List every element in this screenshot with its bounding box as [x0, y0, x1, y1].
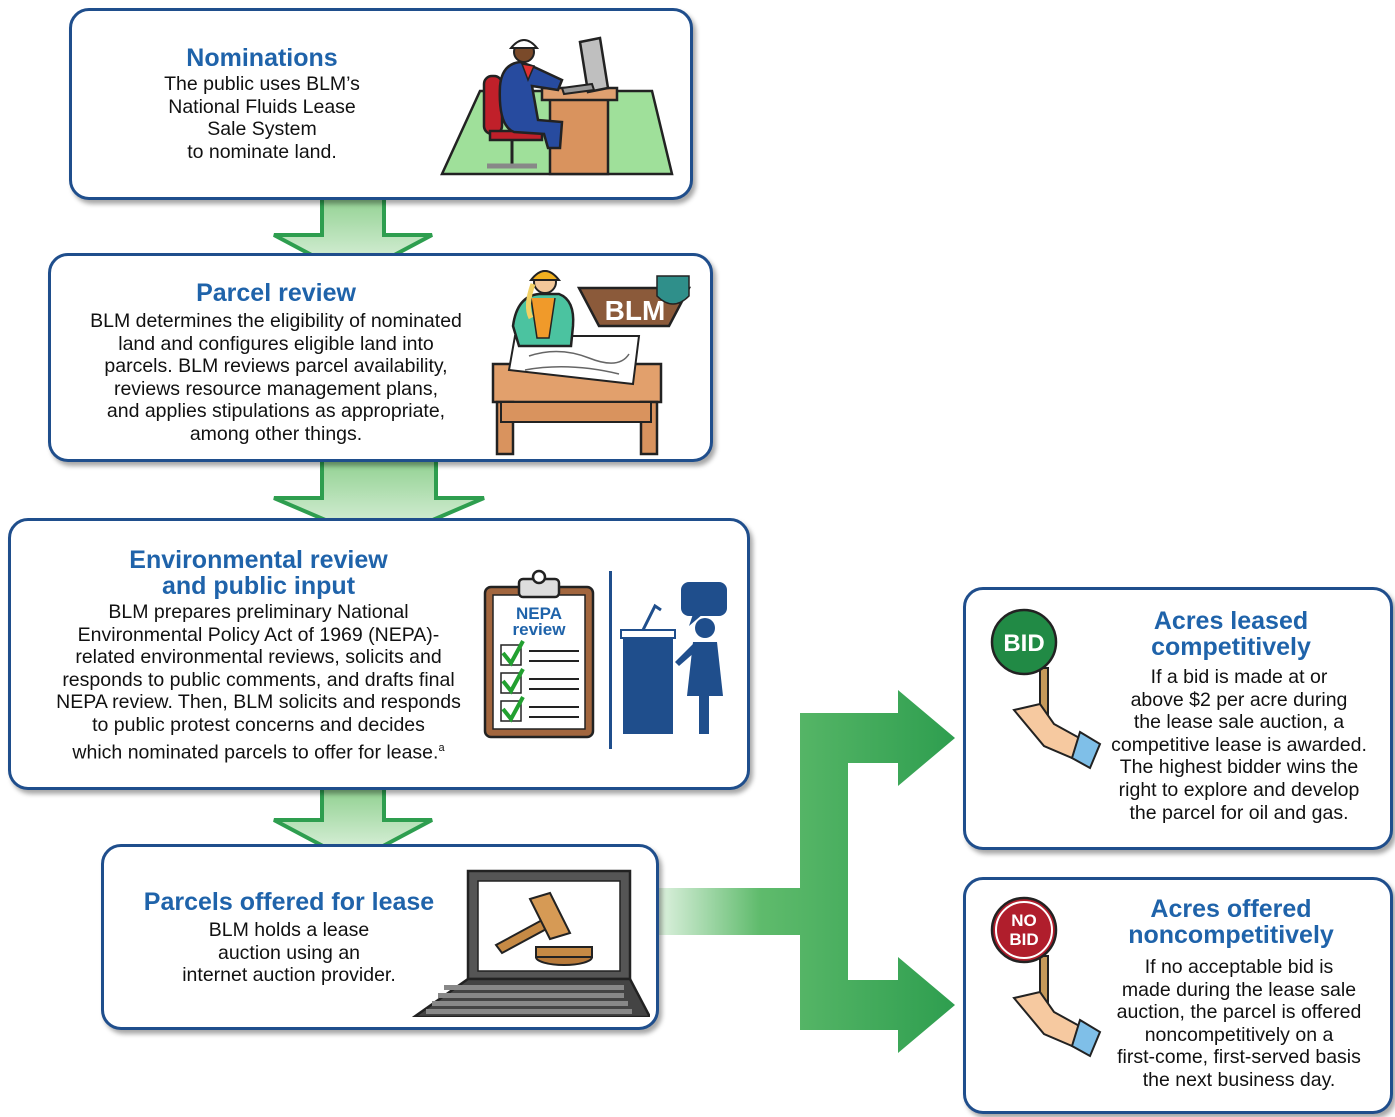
outcome-title: Acres offered noncompetitively [1128, 895, 1334, 949]
outcome-body: If a bid is made at or above $2 per acre… [1111, 666, 1367, 824]
divider [609, 571, 612, 749]
no-bid-paddle-icon: NO BID [990, 896, 1102, 1058]
nepa-clipboard-icon: NEPA review [483, 569, 595, 739]
nobid-sign-line1: NO [1011, 911, 1037, 930]
outcome-competitive: Acres leased competitively If a bid is m… [963, 587, 1393, 850]
step-title: Environmental review and public input [129, 546, 388, 600]
step-nominations: Nominations The public uses BLM’s Nation… [69, 8, 693, 200]
bid-paddle-icon: BID [990, 608, 1102, 770]
outcome-body: If no acceptable bid is made during the … [1116, 956, 1362, 1091]
step-environmental-review: Environmental review and public input BL… [8, 518, 750, 790]
laptop-gavel-icon [411, 869, 650, 1017]
bid-sign-text: BID [1003, 630, 1044, 657]
branch-arrow [655, 690, 955, 1053]
reviewer-at-map-desk-icon: BLM [491, 270, 692, 456]
step-body-text: BLM prepares preliminary National Enviro… [56, 601, 461, 764]
clipboard-label-1: NEPA [516, 604, 562, 623]
step-title: Parcel review [196, 279, 356, 307]
step-title: Parcels offered for lease [143, 888, 435, 916]
outcome-title: Acres leased competitively [1151, 607, 1311, 661]
nobid-sign-line2: BID [1009, 930, 1038, 949]
step-body: BLM prepares preliminary National Enviro… [21, 601, 496, 764]
public-speaker-podium-icon [620, 582, 727, 734]
step-body: The public uses BLM’s National Fluids Le… [164, 73, 360, 163]
step-parcel-review: Parcel review BLM determines the eligibi… [48, 253, 713, 462]
person-at-computer-icon [440, 36, 674, 176]
outcome-noncompetitive: Acres offered noncompetitively If no acc… [963, 877, 1393, 1114]
step-title: Nominations [186, 44, 338, 72]
footnote-marker: a [438, 741, 445, 754]
step-parcels-offered: Parcels offered for lease BLM holds a le… [101, 844, 659, 1030]
down-arrow-3 [273, 786, 433, 865]
clipboard-label-2: review [513, 620, 567, 639]
step-body: BLM determines the eligibility of nomina… [90, 310, 462, 445]
blm-sign-text: BLM [605, 295, 666, 326]
step-body: BLM holds a lease auction using an inter… [182, 919, 396, 987]
